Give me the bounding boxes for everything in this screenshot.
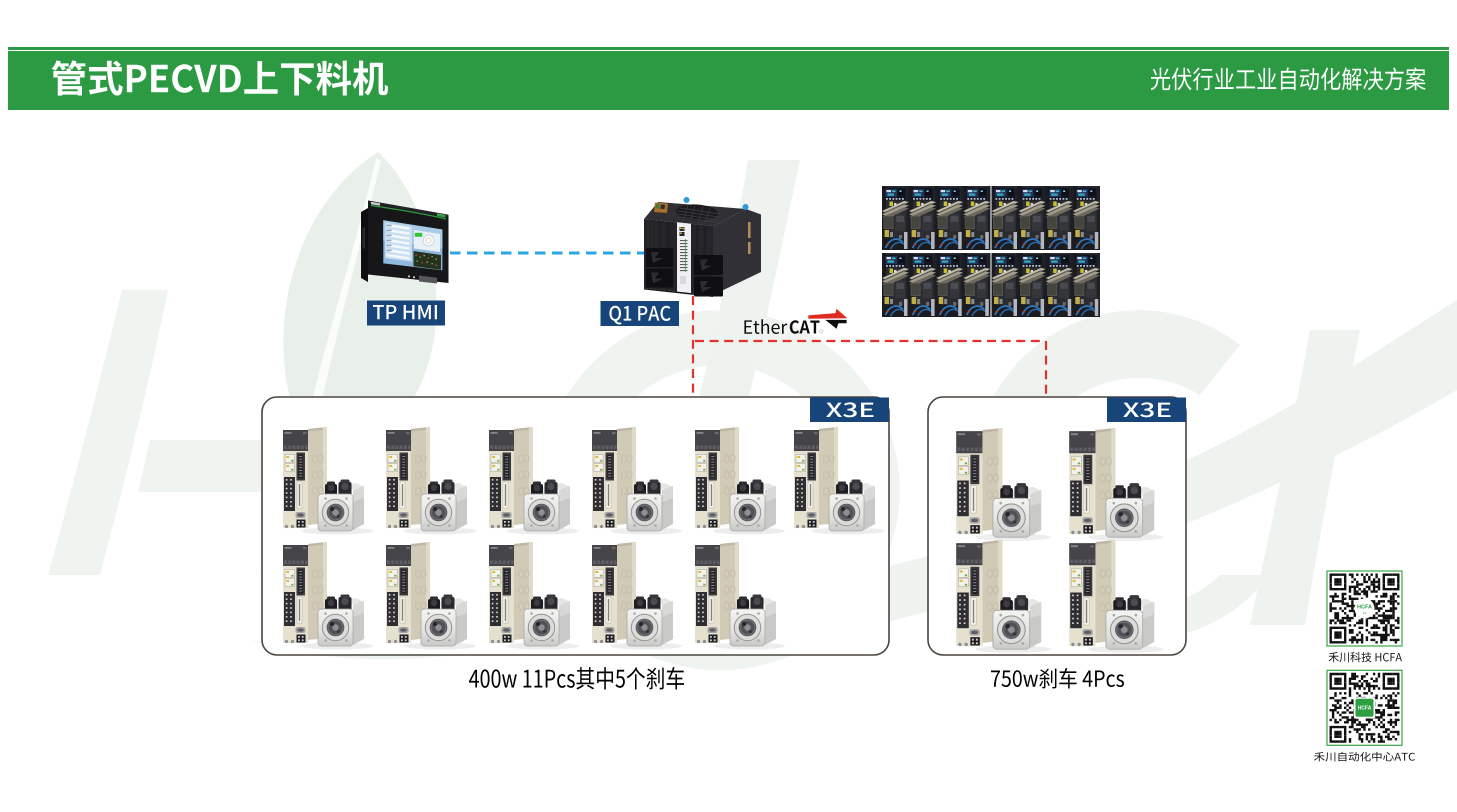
svg-text:HCFA: HCFA [1357, 605, 1372, 611]
svg-text:HCFA: HCFA [1358, 705, 1372, 711]
svg-text:KJ: KJ [1363, 611, 1367, 615]
